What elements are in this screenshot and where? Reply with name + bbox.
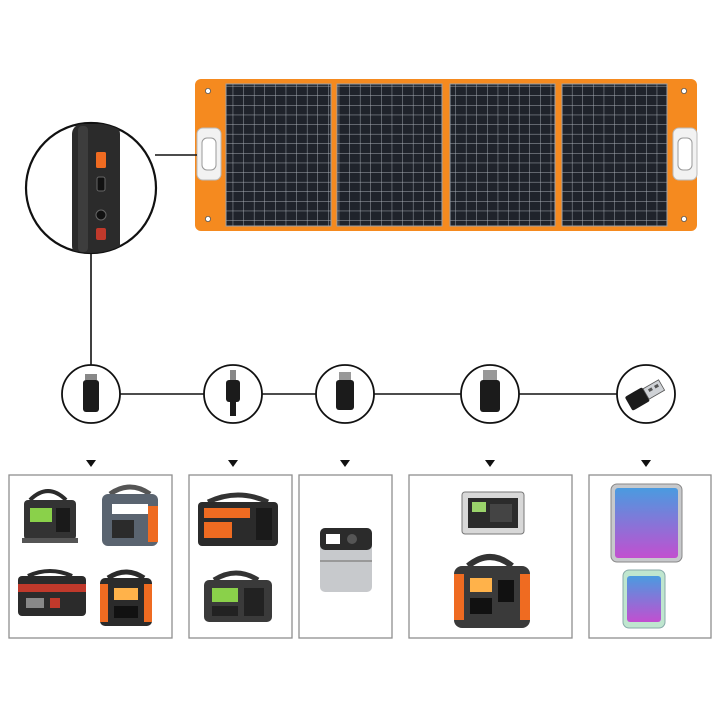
port-callout: [24, 121, 197, 368]
down-arrow-icon: [86, 460, 96, 467]
device-group-3: [320, 528, 372, 592]
solar-panel-section: [449, 83, 556, 227]
portable-power-station-icon: [102, 484, 158, 546]
portable-power-station-icon: [18, 569, 86, 616]
portable-power-station-icon: [100, 569, 152, 626]
tablet-icon: [610, 483, 683, 563]
down-arrow-icon: [641, 460, 651, 467]
dc-small-barrel-plug-icon: [61, 364, 121, 424]
device-group-1: [18, 484, 158, 626]
portable-power-station-icon: [320, 528, 372, 592]
device-group-2: [198, 492, 278, 622]
portable-power-station-icon: [198, 492, 278, 546]
solar-panel-section: [561, 83, 668, 227]
dc-medium-barrel-plug-icon: [315, 364, 375, 424]
dc-large-barrel-plug-icon: [460, 364, 520, 424]
device-group-4: [454, 491, 530, 628]
dc-slim-plug-icon: [203, 364, 263, 424]
solar-cells: [225, 83, 668, 227]
portable-power-station-icon: [204, 570, 272, 622]
foldable-solar-panel: [195, 79, 698, 231]
smartphone-icon: [622, 569, 666, 629]
solar-panel-section: [225, 83, 332, 227]
usb-c-port: [96, 176, 106, 192]
right-handle: [672, 127, 698, 181]
solar-panel-section: [336, 83, 443, 227]
grommets: [204, 88, 688, 222]
connector-row: [61, 364, 676, 424]
down-arrows: [86, 460, 651, 467]
left-handle: [196, 127, 222, 181]
portable-power-station-icon: [454, 554, 530, 628]
dc-output-port: [95, 209, 107, 221]
portable-power-station-icon: [22, 489, 78, 543]
down-arrow-icon: [485, 460, 495, 467]
down-arrow-icon: [340, 460, 350, 467]
usb-a-plug-icon: [616, 364, 676, 424]
usb-a-port: [96, 152, 106, 168]
down-arrow-icon: [228, 460, 238, 467]
portable-power-station-icon: [461, 491, 525, 535]
device-group-5: [610, 483, 683, 629]
